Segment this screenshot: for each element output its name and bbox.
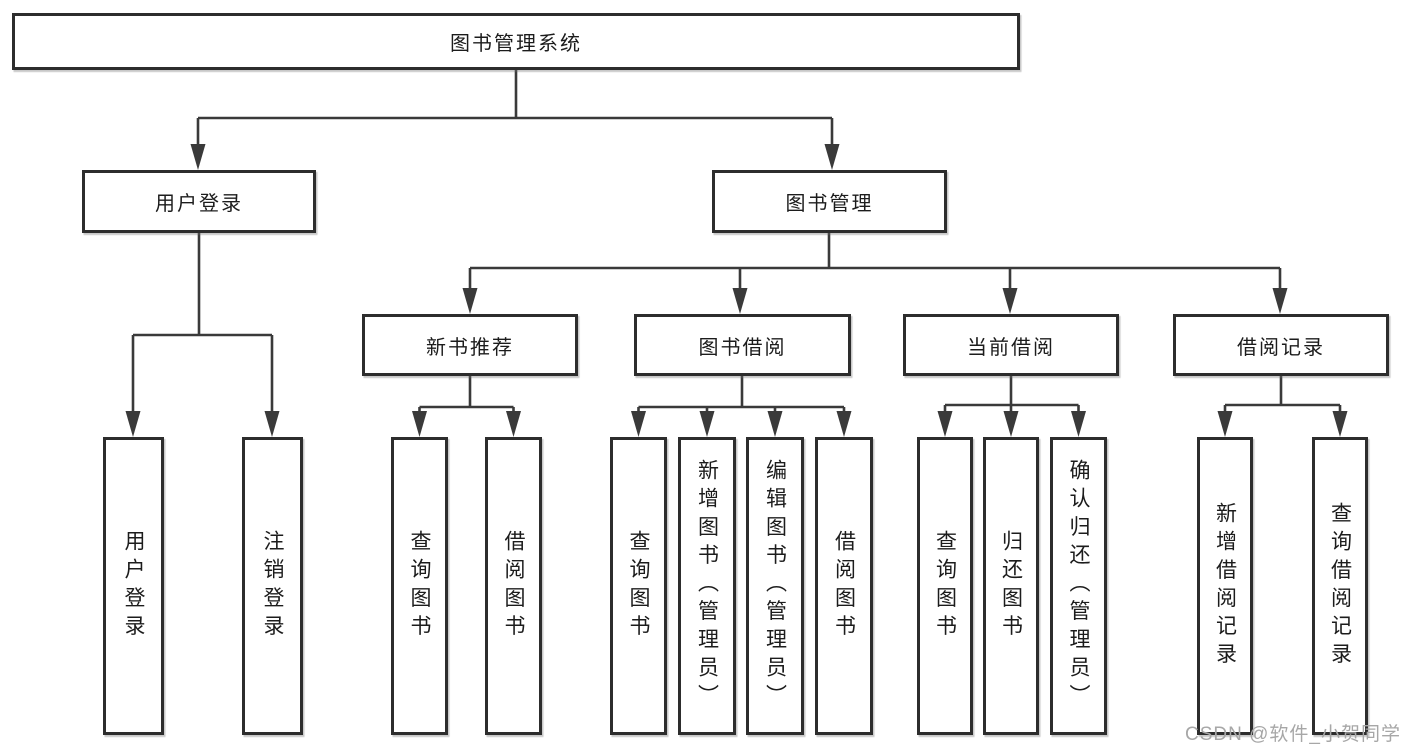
leaf-user-login: 用户登录	[103, 437, 164, 735]
leaf-add-borrow-record: 新增借阅记录	[1197, 437, 1253, 735]
node-book-management: 图书管理	[712, 170, 947, 233]
leaf-query-book-current: 查询图书	[917, 437, 973, 735]
leaf-add-book-admin: 新增图书（管理员）	[678, 437, 736, 735]
leaf-borrow-book: 借阅图书	[815, 437, 873, 735]
leaf-query-book-recommend: 查询图书	[391, 437, 448, 735]
node-book-borrow: 图书借阅	[634, 314, 851, 376]
node-current-borrow: 当前借阅	[903, 314, 1119, 376]
node-new-book-recommend: 新书推荐	[362, 314, 578, 376]
leaf-query-borrow-record: 查询借阅记录	[1312, 437, 1368, 735]
csdn-watermark: CSDN @软件_小贺同学	[1185, 724, 1401, 745]
node-borrow-record: 借阅记录	[1173, 314, 1389, 376]
leaf-query-book-borrow: 查询图书	[610, 437, 667, 735]
node-root: 图书管理系统	[12, 13, 1020, 70]
leaf-logout: 注销登录	[242, 437, 303, 735]
leaf-confirm-return-admin: 确认归还（管理员）	[1050, 437, 1107, 735]
leaf-return-book: 归还图书	[983, 437, 1039, 735]
leaf-edit-book-admin: 编辑图书（管理员）	[746, 437, 804, 735]
leaf-borrow-book-recommend: 借阅图书	[485, 437, 542, 735]
node-user-login: 用户登录	[82, 170, 316, 233]
arrowheads	[125, 144, 1348, 437]
